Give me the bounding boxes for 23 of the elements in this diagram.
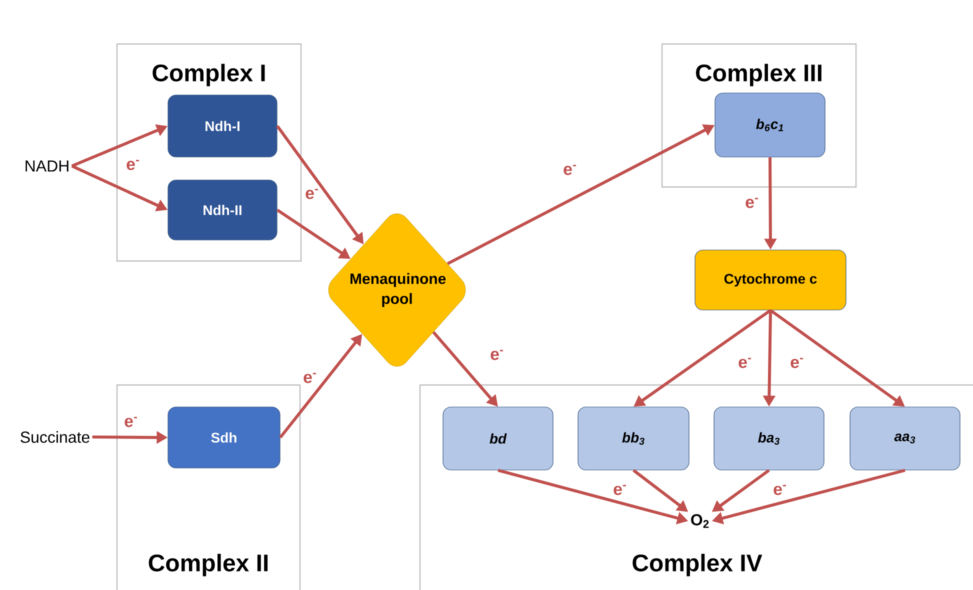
process-box: Sdh [168,406,280,468]
edge-label: e$^{-}$ [612,484,628,496]
source-label: O$_{2}$ [691,514,709,528]
edge-label: e$^{-}$ [302,372,318,384]
edge-label: e$^{-}$ [123,416,139,428]
edge-label: e$^{-}$ [737,356,753,370]
process-box: aa$_{3}$ [850,406,960,470]
edge-label: e$^{-}$ [125,158,141,172]
process-box: Cytochrome c [694,250,846,310]
edge-label: e$^{-}$ [489,348,505,362]
process-box: Ndh-I [168,94,278,158]
source-label: Succinate [20,431,90,443]
edge-label: e$^{-}$ [772,484,788,496]
process-box: bd [442,406,554,470]
process-box: b$_{6}$c$_{1}$ [714,92,826,158]
edge-label: e$^{-}$ [562,164,578,176]
edge-label: e$^{-}$ [304,188,320,200]
process-box: ba$_{3}$ [714,406,824,470]
process-box: Ndh-II [168,180,278,240]
edge-label: e$^{-}$ [744,196,760,210]
source-label: NADH [26,160,68,172]
edge-label: e$^{-}$ [789,356,805,370]
process-box: bb$_{3}$ [578,406,690,470]
